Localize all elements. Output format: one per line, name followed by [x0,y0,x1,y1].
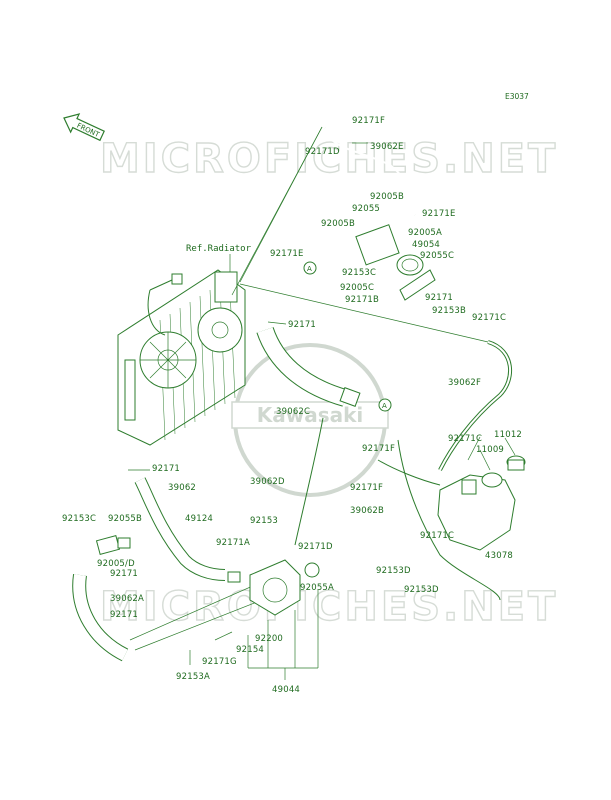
part-label: 49054 [412,240,440,250]
assembly-bracket-49044 [247,590,319,680]
part-label: 92153C [62,514,96,524]
thermostat-drawing: A [303,224,436,301]
part-label: 92171G [202,657,237,667]
part-label: 39062D [250,477,285,487]
ref-a-top-label: A [307,265,312,273]
front-arrow-icon: FRONT [63,113,105,142]
part-label: 92005/D [97,559,135,569]
part-label: 92005A [408,228,442,238]
part-label: 92153B [432,306,466,316]
part-label: 92153 [250,516,278,526]
part-label: 92171C [420,531,454,541]
hoses [72,126,513,662]
part-label: 92055C [420,251,454,261]
part-label: 92171D [298,542,333,552]
watermark-text-top: MICROFICHES.NET [100,136,558,182]
part-label: 92153C [342,268,376,278]
part-label: 39062 [168,483,196,493]
part-label: 92171 [110,569,138,579]
part-label: 92171 [152,464,180,474]
watermark-logo-text: Kawasaki [257,403,364,427]
part-label: 92171A [216,538,250,548]
part-label: 39062A [110,594,144,604]
watermark-text-bottom: MICROFICHES.NET [100,584,558,630]
watermark: MICROFICHES.NET MICROFICHES.NET Kawasaki [99,135,558,630]
part-label: 39062B [350,506,384,516]
part-label: 11009 [476,445,504,455]
part-label: 92171F [352,116,385,126]
part-label: 92005C [340,283,374,293]
part-label: 39062F [448,378,481,388]
part-label: 92171F [350,483,383,493]
part-label: 92055 [352,204,380,214]
part-label: 11012 [494,430,522,440]
part-label: 92171 [425,293,453,303]
part-label: 92171C [448,434,482,444]
part-label: 92171 [110,610,138,620]
ref-a-right-label: A [382,402,387,410]
part-label: 92005B [370,192,404,202]
part-label: 49124 [185,514,213,524]
part-label: 92153A [176,672,210,682]
part-label: 92171C [472,313,506,323]
ref-radiator-label: Ref.Radiator [186,244,252,254]
reservoir-tank-drawing [437,455,526,551]
diagram-code: E3037 [505,92,529,101]
part-labels: 92171F 92171D 39062E 92005B 92055 92171E… [62,116,522,695]
part-label: 92055B [108,514,142,524]
water-pump-drawing: A [95,398,392,665]
part-label: 92171E [270,249,304,259]
watermark-logo: Kawasaki [231,343,389,497]
part-label: 49044 [272,685,300,695]
part-label: 92005B [321,219,355,229]
part-label: 92171E [422,209,456,219]
part-label: 92200 [255,634,283,644]
part-label: 92171B [345,295,379,305]
part-label: 92153D [376,566,411,576]
part-label: 39062E [370,142,404,152]
part-label: 92171D [305,147,340,157]
part-label: 39062C [276,407,310,417]
part-label: 92171 [288,320,316,330]
part-label: 92171F [362,444,395,454]
part-label: 43078 [485,551,513,561]
part-label: 92154 [236,645,264,655]
part-label: 92055A [300,583,334,593]
radiator-drawing [117,269,246,446]
leader-lines [128,142,516,471]
part-label: 92153D [404,585,439,595]
